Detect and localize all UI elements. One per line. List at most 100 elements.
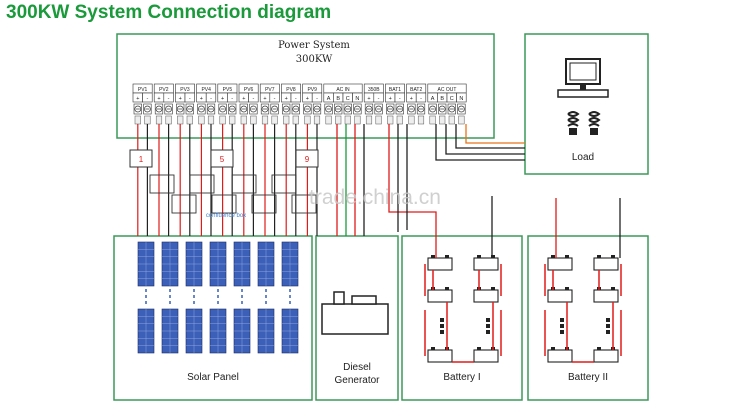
battery-interconnect	[424, 264, 502, 363]
combiner-number: 9	[305, 155, 310, 164]
terminal-lead	[292, 115, 299, 125]
terminal-pin-label: +	[200, 96, 203, 102]
battery-1-box	[401, 235, 523, 401]
terminal-pin	[352, 92, 363, 103]
load-box	[524, 33, 649, 175]
battery-cell	[547, 289, 573, 303]
terminal-block: PV1+-PV2+-PV3+-PV4+-PV5+-PV6+-PV7+-PV8+-…	[132, 83, 467, 125]
diesel-label-line2: Generator	[334, 375, 380, 386]
battery-terminal	[431, 255, 435, 258]
terminal-pin-label: N	[459, 96, 463, 102]
combiner-number: 1	[139, 155, 144, 164]
terminal-group-label: PV9	[307, 87, 317, 93]
battery-terminal	[597, 255, 601, 258]
terminal-lead	[335, 115, 342, 125]
battery-ellipsis	[560, 324, 564, 328]
terminal-lead	[250, 115, 257, 125]
combiner-box	[295, 149, 319, 168]
terminal-lead	[261, 115, 269, 125]
terminal-pin	[373, 92, 384, 103]
terminal-pin-label: +	[242, 96, 245, 102]
battery-terminal	[565, 255, 569, 258]
watermark: trade.china.cn	[309, 186, 441, 209]
battery-ellipsis	[560, 318, 564, 322]
terminal-pin-label: -	[378, 96, 380, 102]
battery-ellipsis	[440, 324, 444, 328]
terminal-group-label: PV6	[244, 87, 254, 93]
junction-box	[189, 174, 215, 194]
terminal-pin-label: B	[336, 96, 340, 102]
battery-cell	[593, 349, 619, 363]
terminal-pin-label: -	[399, 96, 401, 102]
terminal-lead	[219, 115, 226, 125]
terminal-lead	[439, 115, 446, 125]
load-label: Load	[572, 152, 594, 163]
terminal-pin	[269, 92, 280, 103]
terminal-pin-label: -	[168, 96, 170, 102]
terminal-pin-label: +	[410, 96, 413, 102]
terminal-lead	[365, 115, 373, 125]
battery-cell	[547, 257, 573, 271]
terminal-pin-label: +	[136, 96, 139, 102]
combiner-number: 5	[220, 155, 225, 164]
terminal-pin	[311, 92, 323, 103]
terminal-group-label: PV8	[286, 87, 296, 93]
battery-ellipsis	[606, 318, 610, 322]
terminal-pin-label: -	[316, 96, 318, 102]
terminal-pin	[163, 92, 174, 103]
computer-icon	[557, 58, 609, 98]
terminal-lead	[186, 115, 193, 125]
terminal-pin	[227, 92, 238, 103]
terminal-pin-label: C	[346, 96, 350, 102]
battery-cell	[473, 349, 499, 363]
battery-ellipsis	[486, 318, 490, 322]
terminal-lead	[177, 115, 184, 125]
terminal-group-label: PV1	[138, 87, 148, 93]
terminal-pin	[415, 92, 427, 103]
terminal-lead	[448, 115, 455, 125]
terminal-lead	[207, 115, 215, 125]
terminal-pin	[394, 92, 405, 103]
terminal-lead	[304, 115, 311, 125]
terminal-group-label: BAT1	[389, 87, 401, 93]
terminal-pin-label: N	[355, 96, 359, 102]
terminal-pin-label: -	[252, 96, 254, 102]
battery-cell	[427, 257, 453, 271]
battery-2-label: Battery II	[568, 372, 608, 383]
terminal-group-label: 350B	[368, 87, 380, 93]
terminal-lead	[325, 115, 332, 125]
combiner-box	[210, 149, 234, 168]
terminal-lead	[354, 115, 361, 125]
battery-wires	[388, 124, 621, 258]
light-bulb-icon	[567, 111, 580, 135]
battery-terminal	[477, 347, 481, 350]
terminal-lead	[313, 115, 321, 125]
terminal-lead	[134, 115, 141, 125]
battery-terminal	[611, 287, 615, 290]
terminal-group-label: BAT2	[410, 87, 422, 93]
battery-ellipsis	[440, 330, 444, 334]
terminal-pin-label: -	[420, 96, 422, 102]
battery-cell	[473, 289, 499, 303]
battery-ellipsis	[560, 330, 564, 334]
terminal-lead	[283, 115, 290, 125]
terminal-pin-label: A	[327, 96, 331, 102]
terminal-lead	[198, 115, 205, 125]
battery-2-bank	[544, 255, 622, 363]
battery-terminal	[477, 255, 481, 258]
battery-1-label: Battery I	[443, 372, 480, 383]
battery-cell	[593, 257, 619, 271]
terminal-lead	[155, 115, 163, 125]
battery-cell	[547, 349, 573, 363]
load-wires	[435, 124, 525, 161]
diesel-generator-box	[315, 235, 399, 401]
junction-box	[149, 174, 175, 194]
battery-ellipsis	[440, 318, 444, 322]
battery-terminal	[445, 287, 449, 290]
battery-terminal	[431, 347, 435, 350]
battery-ellipsis	[486, 330, 490, 334]
terminal-pin-label: -	[146, 96, 148, 102]
terminal-lead	[417, 115, 425, 125]
solar-panel-box	[113, 235, 313, 401]
terminal-pin	[184, 92, 195, 103]
